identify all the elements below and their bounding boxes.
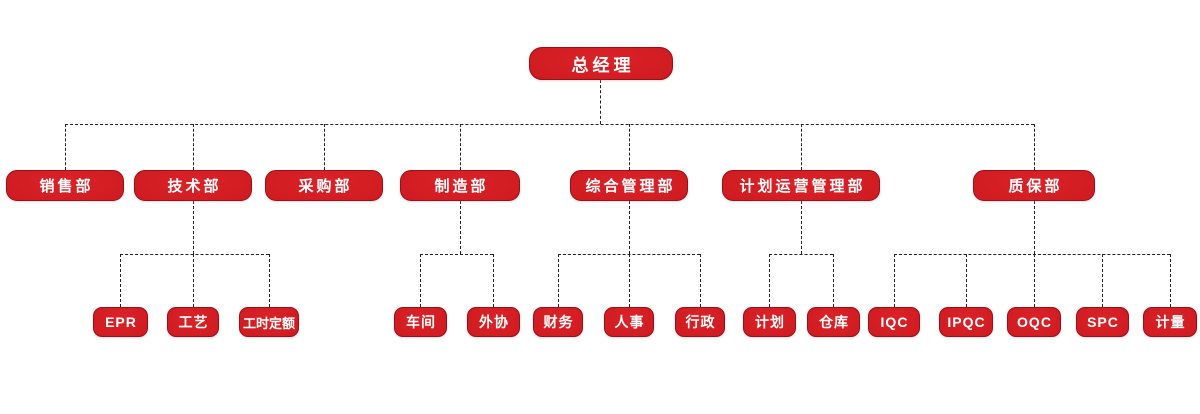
- connector-drop-oqc: [1034, 254, 1035, 307]
- connector-drop-jiliang: [1170, 254, 1171, 307]
- org-node-purchasing: 采购部: [265, 170, 383, 201]
- connector-drop-caiwu: [558, 254, 559, 307]
- connector-planning-ops-stem: [801, 201, 802, 254]
- connector-level2-bar: [65, 124, 1034, 125]
- connector-drop-xingzheng: [700, 254, 701, 307]
- org-node-waixie: 外协: [467, 307, 520, 337]
- org-node-cangku: 仓库: [807, 307, 860, 337]
- org-node-jiliang: 计量: [1143, 307, 1197, 337]
- org-node-planning-ops: 计划运营管理部: [722, 170, 880, 201]
- connector-drop-chejian: [420, 254, 421, 307]
- connector-tech-bar: [120, 254, 269, 255]
- connector-drop-spc: [1102, 254, 1103, 307]
- org-node-qa: 质保部: [973, 170, 1095, 201]
- org-node-gongshidinge: 工时定额: [239, 307, 299, 337]
- connector-drop-gongshidinge: [269, 254, 270, 307]
- org-node-gongyi: 工艺: [167, 307, 219, 337]
- org-node-general-admin: 综合管理部: [570, 170, 688, 201]
- connector-drop-waixie: [493, 254, 494, 307]
- org-node-jihua: 计划: [743, 307, 796, 337]
- connector-drop-iqc: [894, 254, 895, 307]
- connector-manufacturing-bar: [420, 254, 493, 255]
- connector-drop-ipqc: [966, 254, 967, 307]
- connector-drop-planning-ops: [801, 124, 802, 170]
- connector-drop-epr: [120, 254, 121, 307]
- connector-drop-manufacturing: [460, 124, 461, 170]
- connector-drop-cangku: [833, 254, 834, 307]
- connector-drop-tech: [193, 124, 194, 170]
- connector-qa-bar: [894, 254, 1170, 255]
- connector-drop-renshi: [629, 254, 630, 307]
- connector-tech-stem: [193, 201, 194, 254]
- connector-drop-sales: [65, 124, 66, 170]
- connector-drop-purchasing: [324, 124, 325, 170]
- org-node-oqc: OQC: [1007, 307, 1061, 337]
- org-node-spc: SPC: [1076, 307, 1129, 337]
- connector-drop-jihua: [769, 254, 770, 307]
- org-node-ipqc: IPQC: [939, 307, 993, 337]
- org-node-general-manager: 总经理: [529, 47, 673, 80]
- org-node-sales: 销售部: [6, 170, 124, 201]
- org-node-tech: 技术部: [134, 170, 252, 201]
- connector-drop-general-admin: [629, 124, 630, 170]
- connector-planning-ops-bar: [769, 254, 833, 255]
- connector-qa-stem: [1034, 201, 1035, 254]
- connector-general-admin-stem: [629, 201, 630, 254]
- connector-root-stem: [600, 80, 601, 124]
- org-node-chejian: 车间: [394, 307, 447, 337]
- org-node-xingzheng: 行政: [675, 307, 725, 337]
- org-node-epr: EPR: [93, 307, 148, 337]
- connector-drop-qa: [1034, 124, 1035, 170]
- connector-manufacturing-stem: [460, 201, 461, 254]
- org-node-caiwu: 财务: [533, 307, 583, 337]
- org-node-iqc: IQC: [868, 307, 920, 337]
- connector-drop-gongyi: [193, 254, 194, 307]
- org-node-renshi: 人事: [604, 307, 654, 337]
- org-node-manufacturing: 制造部: [400, 170, 520, 201]
